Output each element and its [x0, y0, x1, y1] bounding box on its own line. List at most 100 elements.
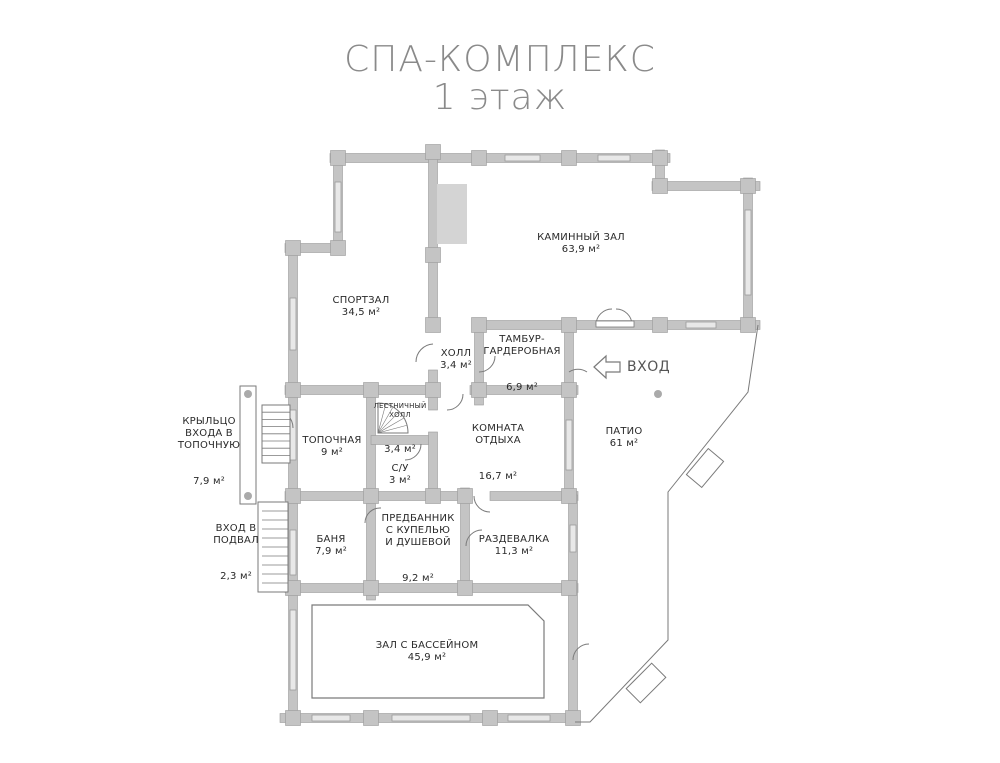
spiral-step: [377, 417, 405, 434]
wall: [329, 153, 671, 163]
room-name: КОМНАТА ОТДЫХА: [471, 423, 525, 446]
windows-layer: [289, 154, 752, 722]
post: [482, 710, 498, 726]
window: [507, 714, 551, 722]
door: [446, 393, 464, 411]
porch-outline: [239, 385, 257, 505]
room-area: 11,3 м²: [494, 546, 534, 557]
plan-subtitle: 1 этаж: [432, 77, 568, 118]
post: [285, 240, 301, 256]
room-name: ЛЕСТНИЧНЫЙ ХОЛЛ: [373, 402, 427, 419]
room-lounge: КОМНАТА ОТДЫХА 16,7 м²: [472, 399, 524, 495]
room-name: С/У: [391, 463, 409, 474]
room-name: ТОПОЧНАЯ: [302, 435, 362, 446]
post: [565, 710, 581, 726]
window: [289, 609, 297, 691]
fireplace: [437, 184, 467, 244]
room-name: РАЗДЕВАЛКА: [478, 534, 550, 545]
door: [364, 507, 382, 524]
post: [652, 178, 668, 194]
entrance-label: ВХОД: [627, 359, 671, 375]
post: [457, 488, 473, 504]
door: [572, 643, 590, 661]
door: [473, 495, 491, 513]
room-name: ТАМБУР- ГАРДЕРОБНАЯ: [483, 334, 561, 357]
post: [561, 150, 577, 166]
room-name: БАНЯ: [316, 534, 346, 545]
room-name: ПРЕДБАННИК С КУПЕЛЬЮ И ДУШЕВОЙ: [381, 513, 455, 548]
post: [561, 488, 577, 504]
patio-outline: [575, 324, 759, 723]
patio-lamp: [654, 390, 662, 398]
window: [391, 714, 471, 722]
window: [565, 419, 573, 471]
door-frame: [595, 320, 635, 328]
post: [561, 382, 577, 398]
porch-post: [244, 492, 252, 500]
room-area: 3 м²: [389, 475, 411, 486]
room-area: 9 м²: [321, 447, 343, 458]
window: [289, 409, 297, 461]
spiral-step: [377, 411, 400, 434]
window: [569, 524, 577, 553]
post: [425, 144, 441, 160]
window: [597, 154, 631, 162]
door: [568, 368, 588, 373]
room-area: 9,2 м²: [402, 573, 434, 584]
room-stair-hall: ЛЕСТНИЧНЫЙ ХОЛЛ 3,4 м²: [374, 378, 427, 468]
post: [457, 580, 473, 596]
room-pre-bath: ПРЕДБАННИК С КУПЕЛЬЮ И ДУШЕВОЙ 9,2 м²: [381, 489, 454, 597]
window: [504, 154, 541, 162]
room-area: 16,7 м²: [478, 471, 518, 482]
post: [471, 317, 487, 333]
post: [561, 317, 577, 333]
window: [289, 297, 297, 351]
room-sauna: БАНЯ 7,9 м²: [315, 534, 347, 558]
room-name: КАМИННЫЙ ЗАЛ: [537, 232, 625, 243]
wall: [564, 317, 574, 501]
room-area: 63,9 м²: [561, 244, 601, 255]
window: [311, 714, 351, 722]
room-changing: РАЗДЕВАЛКА 11,3 м²: [479, 534, 550, 558]
spiral-step: [377, 424, 408, 434]
room-name: ЗАЛ С БАССЕЙНОМ: [375, 640, 479, 651]
patio-steps: [685, 447, 725, 489]
room-basement-entry: ВХОД В ПОДВАЛ 2,3 м²: [213, 499, 259, 595]
room-area: 3,4 м²: [384, 444, 416, 455]
door: [415, 343, 434, 363]
post: [363, 382, 379, 398]
post: [330, 240, 346, 256]
post: [285, 382, 301, 398]
room-area: 7,9 м²: [315, 546, 347, 557]
post: [285, 488, 301, 504]
details-layer: [239, 184, 759, 723]
post: [471, 382, 487, 398]
room-name: ХОЛЛ: [440, 348, 472, 359]
door: [404, 443, 422, 461]
room-pool-hall: ЗАЛ С БАССЕЙНОМ 45,9 м²: [376, 640, 479, 664]
post: [561, 580, 577, 596]
spiral-step: [377, 406, 394, 434]
wall: [428, 149, 438, 331]
post: [425, 247, 441, 263]
window: [744, 209, 752, 296]
room-vestibule: ТАМБУР- ГАРДЕРОБНАЯ 6,9 м²: [483, 310, 560, 406]
patio-steps: [625, 662, 667, 704]
post: [330, 150, 346, 166]
room-name: КРЫЛЬЦО ВХОДА В ТОПОЧНУЮ: [177, 416, 241, 451]
room-name: ВХОД В ПОДВАЛ: [213, 523, 259, 546]
room-boiler: ТОПОЧНАЯ 9 м²: [302, 435, 361, 459]
room-patio: ПАТИО 61 м²: [606, 426, 643, 450]
door: [465, 529, 483, 547]
spiral-step: [377, 403, 387, 434]
room-area: 6,9 м²: [506, 382, 538, 393]
room-area: 45,9 м²: [407, 652, 447, 663]
post: [425, 317, 441, 333]
post: [285, 710, 301, 726]
room-area: 61 м²: [609, 438, 639, 449]
post: [471, 150, 487, 166]
room-gym: СПОРТЗАЛ 34,5 м²: [333, 295, 390, 319]
room-area: 7,9 м²: [193, 476, 225, 487]
post: [425, 488, 441, 504]
